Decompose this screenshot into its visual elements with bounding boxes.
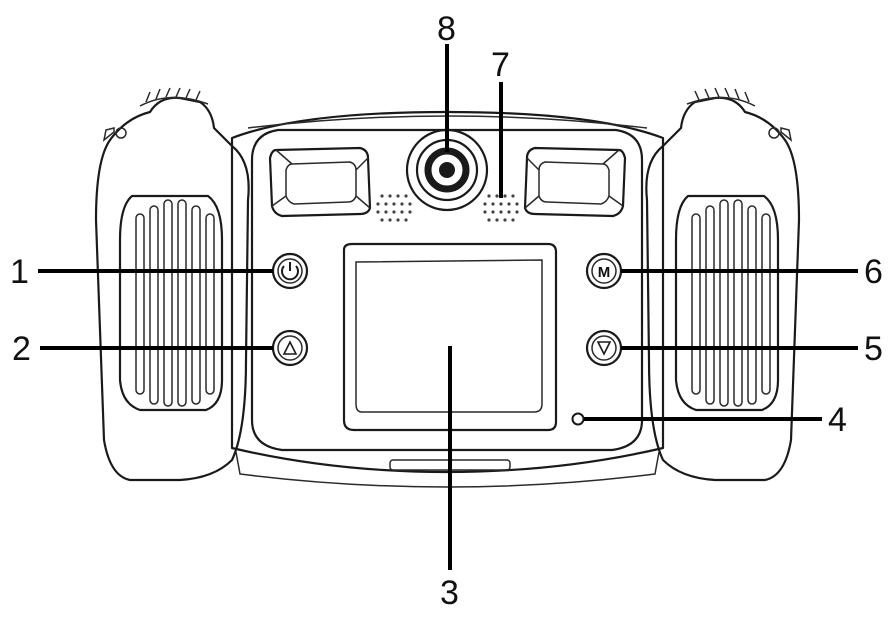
callout-5: 5 <box>864 330 883 368</box>
triangle-up-icon <box>282 340 298 355</box>
callout-4: 4 <box>828 401 847 439</box>
callout-8: 8 <box>437 10 456 48</box>
left-grip-ribs <box>135 199 215 407</box>
left-grille <box>376 194 412 222</box>
right-grip-ribs <box>691 199 771 407</box>
up-button[interactable] <box>271 329 309 367</box>
m-letter-icon: M <box>598 264 611 281</box>
triangle-down-icon <box>596 341 612 356</box>
left-grip <box>94 87 250 482</box>
mode-button[interactable]: M <box>585 252 623 290</box>
callout-labels: 1 2 3 4 5 6 7 8 <box>10 10 883 612</box>
leader-lines <box>38 44 858 570</box>
indicator-light <box>571 412 585 426</box>
microphone-grille <box>483 194 519 222</box>
lcd-screen <box>342 242 558 432</box>
power-icon <box>281 262 299 281</box>
right-grip <box>645 87 801 482</box>
callout-1: 1 <box>10 253 29 291</box>
callout-3: 3 <box>440 574 459 612</box>
callout-6: 6 <box>864 253 883 291</box>
power-button[interactable] <box>271 252 309 290</box>
right-viewfinder <box>523 146 627 218</box>
callout-2: 2 <box>12 330 31 368</box>
callout-7: 7 <box>491 46 510 84</box>
left-viewfinder <box>268 146 372 218</box>
down-button[interactable] <box>585 329 623 367</box>
